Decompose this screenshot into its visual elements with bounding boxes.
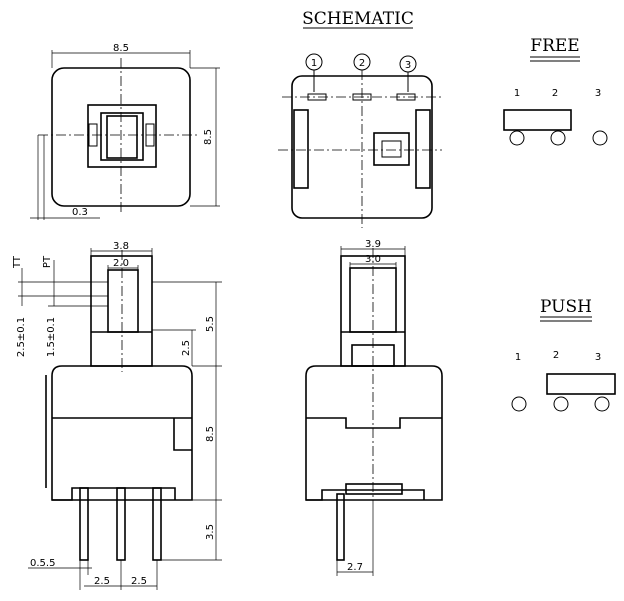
pitch-right-label: 2.5	[131, 576, 147, 587]
schematic-right-rail	[415, 109, 431, 189]
travel-tolerance-label: 2.5±0.1	[16, 317, 27, 357]
pin-marker-3: 3	[405, 60, 411, 71]
pre-travel-tolerance-label: 1.5±0.1	[46, 317, 57, 357]
top-view: 8.5 8.5 0.3	[30, 43, 220, 220]
front-pin-3	[152, 487, 162, 561]
pre-travel-label: PT	[42, 255, 53, 268]
pin-length-label: 3.5	[205, 524, 216, 540]
schematic-view: SCHEMATIC 1 2 3	[278, 9, 442, 228]
front-pin-2	[116, 487, 126, 561]
push-terminal-1	[511, 396, 527, 412]
top-view-stem-inner	[106, 115, 138, 159]
free-heading: FREE	[530, 36, 579, 56]
top-width-label: 8.5	[113, 43, 129, 54]
front-cap-outline	[90, 255, 153, 367]
front-stem-width-label: 2.0	[113, 258, 129, 269]
front-view: 3.8 2.0 TT PT 2.5±0.1 1.5±0.1 5.5 2.5 8.…	[12, 241, 222, 590]
pin-marker-1: 1	[311, 58, 317, 69]
side-cap-width-label: 3.9	[365, 239, 381, 250]
free-terminal-2	[550, 130, 566, 146]
schematic-heading: SCHEMATIC	[302, 9, 414, 29]
schematic-actuator-outer	[373, 132, 410, 166]
front-stem-outline	[107, 269, 139, 333]
side-view: 3.9 3.0 2.7	[305, 239, 443, 576]
body-height-label: 8.5	[205, 426, 216, 442]
free-contact-bar	[503, 109, 572, 131]
contact-pad-1	[307, 93, 327, 101]
pitch-left-label: 2.5	[94, 576, 110, 587]
free-pin-2-label: 2	[552, 88, 558, 99]
cap-height-label: 5.5	[205, 316, 216, 332]
free-terminal-3	[592, 130, 608, 146]
pin-marker-2: 2	[359, 58, 365, 69]
contact-pad-3	[396, 93, 416, 101]
schematic-actuator-inner	[381, 140, 402, 158]
push-pin-1-label: 1	[515, 352, 521, 363]
top-height-label: 8.5	[203, 129, 214, 145]
travel-label: TT	[12, 255, 23, 269]
front-pin-1	[79, 487, 89, 561]
push-pin-3-label: 3	[595, 352, 601, 363]
free-pin-1-label: 1	[514, 88, 520, 99]
top-offset-label: 0.3	[72, 207, 88, 218]
top-view-cap-outline	[87, 104, 157, 168]
side-pin-offset-label: 2.7	[347, 562, 363, 573]
free-pin-3-label: 3	[595, 88, 601, 99]
free-terminal-1	[509, 130, 525, 146]
top-view-stem-outline	[100, 112, 144, 161]
free-state: FREE 1 2 3	[503, 36, 608, 146]
front-body-outline	[51, 365, 193, 501]
side-pin	[336, 493, 345, 561]
push-terminal-3	[594, 396, 610, 412]
side-body-outline	[305, 365, 443, 501]
schematic-left-rail	[293, 109, 309, 189]
pin-width-label: 0.5.5	[30, 558, 55, 569]
push-terminal-2	[553, 396, 569, 412]
push-heading: PUSH	[540, 297, 592, 317]
side-body-base	[306, 489, 425, 501]
shoulder-height-label: 2.5	[181, 340, 192, 356]
side-stem-width-label: 3.0	[365, 254, 381, 265]
push-contact-bar	[546, 373, 616, 395]
contact-pad-2	[352, 93, 372, 101]
pin-marker-2-circle	[353, 53, 371, 71]
front-body-base	[52, 487, 176, 501]
push-state: PUSH 1 2 3	[511, 297, 616, 412]
push-pin-2-label: 2	[553, 350, 559, 361]
side-contact-bar	[345, 483, 403, 495]
front-cap-width-label: 3.8	[113, 241, 129, 252]
